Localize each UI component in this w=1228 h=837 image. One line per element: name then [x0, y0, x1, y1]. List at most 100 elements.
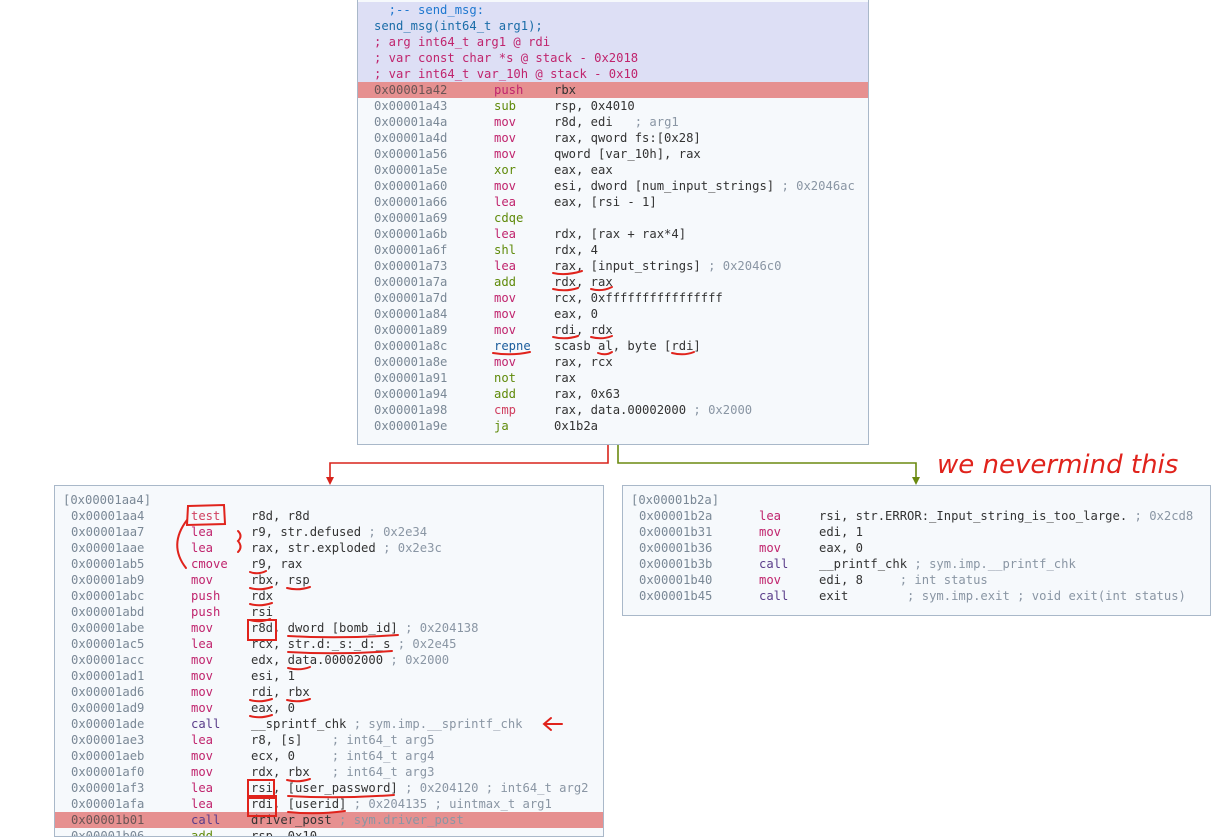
instruction-operands: r9, rax — [251, 556, 302, 572]
instruction-mnemonic: push — [494, 83, 524, 97]
instruction-operands: rdx — [251, 588, 273, 604]
instruction-comment: ; 0x2e34 — [361, 525, 428, 539]
instruction-address: 0x00001a66 — [374, 195, 448, 209]
var-line: ; var const char *s @ stack - 0x2018 — [358, 50, 868, 66]
instruction-operands: eax, eax — [554, 162, 613, 178]
instruction-mnemonic: mov — [759, 525, 782, 539]
instruction-operands: esi, dword [num_input_strings] ; 0x2046a… — [554, 178, 855, 194]
instruction-address: 0x00001b36 — [639, 541, 713, 555]
instruction-mnemonic: test — [191, 509, 221, 523]
instruction-comment: ; sym.imp.__printf_chk — [907, 557, 1076, 571]
operands-text: r8d, edi — [554, 115, 613, 129]
instruction-address: 0x00001a73 — [374, 259, 448, 273]
instruction-address: 0x00001a60 — [374, 179, 448, 193]
instruction-operands: edi, 8 ; int status — [819, 572, 988, 588]
operands-text: edx, data.00002000 — [251, 653, 384, 667]
instruction-comment: ; 0x2000 — [383, 653, 450, 667]
operands-text: __printf_chk — [819, 557, 908, 571]
function-entry-block[interactable]: ;-- send_msg: send_msg(int64_t arg1); ; … — [357, 0, 869, 445]
instruction-comment: ; 0x204120 ; int64_t arg2 — [397, 781, 589, 795]
instruction-operands: r8, [s] ; int64_t arg5 — [251, 732, 434, 748]
instruction-row[interactable]: 0x00001ab5 cmove r9, rax — [55, 556, 603, 572]
instruction-address: 0x00001a8c — [374, 339, 448, 353]
instruction-mnemonic: call — [759, 589, 789, 603]
instruction-comment: ; 0x2cd8 — [1127, 509, 1194, 523]
instruction-address: 0x00001a8e — [374, 355, 448, 369]
instruction-comment: ; 0x2046c0 — [700, 259, 782, 273]
instruction-operands: eax, 0 — [554, 306, 598, 322]
instruction-operands: r9, str.defused ; 0x2e34 — [251, 524, 427, 540]
instruction-comment: ; sym.driver_post — [331, 813, 464, 827]
operands-text: rdx, 4 — [554, 243, 599, 257]
instruction-operands: rdi, [userid] ; 0x204135 ; uintmax_t arg… — [251, 796, 552, 812]
instruction-address: 0x00001afa — [71, 797, 145, 811]
instruction-address: 0x00001a42 — [374, 83, 448, 97]
instruction-mnemonic: cmove — [191, 557, 228, 571]
instruction-address: 0x00001ab5 — [71, 557, 145, 571]
instruction-operands: rsi, [user_password] ; 0x204120 ; int64_… — [251, 780, 589, 796]
operands-text: exit — [819, 589, 849, 603]
instruction-operands: rdi, rdx — [554, 322, 613, 338]
instruction-mnemonic: lea — [191, 525, 214, 539]
operands-text: rsp, 0x4010 — [554, 99, 635, 113]
function-label-line: ;-- send_msg: — [358, 2, 868, 18]
instruction-mnemonic: mov — [191, 749, 214, 763]
operands-text: r8d, dword [bomb_id] — [251, 621, 398, 635]
instruction-comment: ; sym.imp.exit ; void exit(int status) — [848, 589, 1186, 603]
instruction-operands: rcx, str.d:_s:_d:_s ; 0x2e45 — [251, 636, 456, 652]
instruction-mnemonic: call — [191, 717, 221, 731]
instruction-mnemonic: lea — [759, 509, 782, 523]
instruction-mnemonic: mov — [191, 573, 214, 587]
instruction-operands: rcx, 0xffffffffffffffff — [554, 290, 723, 306]
